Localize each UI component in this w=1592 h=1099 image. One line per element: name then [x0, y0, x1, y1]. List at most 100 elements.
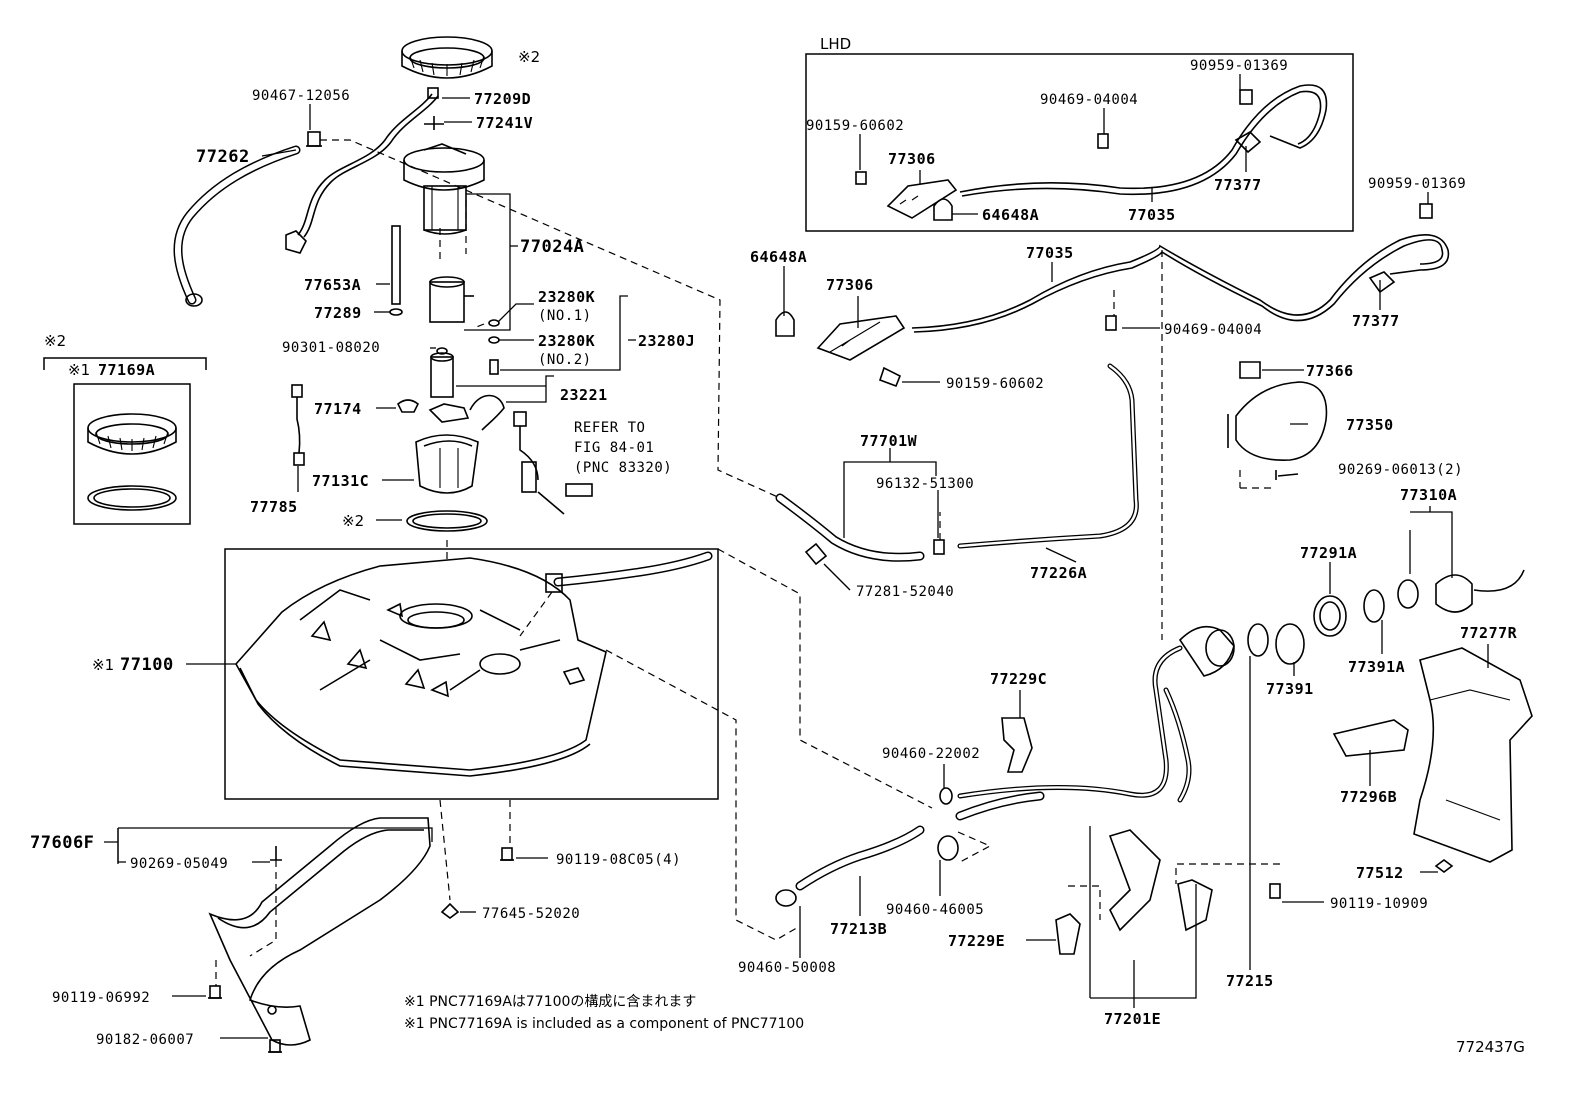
- bracket-77296B: [1332, 719, 1409, 757]
- lhd-inset-box: [805, 53, 1354, 232]
- label-77229C: 77229C: [990, 670, 1047, 688]
- label-90467-12056: 90467-12056: [252, 88, 350, 104]
- bolt-90119-06992: [208, 985, 222, 999]
- hinge-77366: [1239, 361, 1261, 379]
- clip-77512: [1434, 859, 1454, 873]
- label-no2: (NO.2): [538, 352, 592, 368]
- label-77350: 77350: [1346, 416, 1394, 434]
- label-64648A: 64648A: [750, 248, 807, 266]
- label-77296B: 77296B: [1340, 788, 1397, 806]
- clamp-90460-22002: [939, 787, 953, 805]
- label-77606F: 77606F: [30, 833, 94, 853]
- label-lhd-64648A: 64648A: [982, 206, 1039, 224]
- kit-77169A-box: [43, 357, 207, 525]
- figure-id: 772437G: [1456, 1038, 1525, 1056]
- bolt-90159-60602: [878, 366, 902, 388]
- clamp-90460-50008: [775, 889, 797, 907]
- o-ring-77289: [389, 308, 403, 316]
- label-77291A: 77291A: [1300, 544, 1357, 562]
- bolt-90269-05049: [270, 846, 282, 861]
- label-77289: 77289: [314, 304, 362, 322]
- clamp-77281-52040: [804, 542, 828, 566]
- label-77201E: 77201E: [1104, 1010, 1161, 1028]
- fuel-tank-77100: [235, 557, 607, 777]
- clamp-77215-ring: [1247, 623, 1269, 657]
- kit-gasket: [87, 485, 177, 511]
- sensor-77785: [291, 384, 305, 466]
- label-77281-52040: 77281-52040: [856, 584, 954, 600]
- adapter-77291A: [1313, 595, 1347, 637]
- label-77241V: 77241V: [476, 114, 533, 132]
- label-lhd-77377: 77377: [1214, 176, 1262, 194]
- label-77645-52020: 77645-52020: [482, 906, 580, 922]
- footnote-jp: ※1 PNC77169Aは77100の構成に含まれます: [404, 994, 696, 1010]
- label-lhd-90959-01369: 90959-01369: [1190, 58, 1288, 74]
- label-77024A: 77024A: [520, 237, 584, 257]
- bolt-90119-10909: [1269, 883, 1281, 899]
- bracket-77229E: [1055, 913, 1081, 955]
- label-23280J: 23280J: [638, 332, 695, 350]
- hose-77701W: [775, 493, 925, 562]
- gasket-77241V: [424, 116, 444, 130]
- cap-77310A: [1397, 569, 1525, 613]
- label-77213B: 77213B: [830, 920, 887, 938]
- label-77131C: 77131C: [312, 472, 369, 490]
- lhd-bolt: [855, 171, 867, 185]
- clamp-90460-46005: [937, 835, 959, 861]
- sender-gauge: [513, 411, 593, 515]
- label-77277R: 77277R: [1460, 624, 1518, 642]
- label-77377: 77377: [1352, 312, 1400, 330]
- label-90269-06013: 90269-06013(2): [1338, 462, 1463, 478]
- label-90460-22002: 90460-22002: [882, 746, 980, 762]
- fuel-lid-77350: [1227, 381, 1328, 461]
- lock-64648A: [775, 311, 795, 337]
- label-77785: 77785: [250, 498, 298, 516]
- label-sym2-top: ※2: [518, 48, 540, 66]
- label-lhd-77035: 77035: [1128, 206, 1176, 224]
- label-77653A: 77653A: [304, 276, 361, 294]
- hose-77262: [173, 145, 301, 307]
- o-rings-23280K: [488, 319, 500, 375]
- nut-90182-06007: [268, 1039, 282, 1053]
- label-77226A: 77226A: [1030, 564, 1087, 582]
- clip-77645-52020: [440, 902, 460, 919]
- footnote-en: ※1 PNC77169A is included as a component …: [404, 1016, 804, 1032]
- label-90469-04004: 90469-04004: [1164, 322, 1262, 338]
- label-77035: 77035: [1026, 244, 1074, 262]
- clip-96132-51300: [933, 539, 945, 555]
- label-lhd-90469-04004: 90469-04004: [1040, 92, 1138, 108]
- clip-90467-12056: [306, 131, 322, 147]
- lock-ring-top: [401, 36, 493, 79]
- label-refer-3: (PNC 83320): [574, 460, 672, 476]
- label-refer-1: REFER TO: [574, 420, 645, 436]
- label-lhd-77306: 77306: [888, 150, 936, 168]
- pump-23221: [430, 352, 454, 398]
- label-90460-46005: 90460-46005: [886, 902, 984, 918]
- label-refer-2: FIG 84-01: [574, 440, 654, 456]
- label-90460-50008: 90460-50008: [738, 960, 836, 976]
- tank-vent-hose: [545, 551, 713, 593]
- label-lhd: LHD: [820, 35, 851, 53]
- label-90119-06992: 90119-06992: [52, 990, 150, 1006]
- ring-77391A: [1363, 589, 1385, 623]
- gasket-ring: [406, 510, 488, 532]
- label-77391A: 77391A: [1348, 658, 1405, 676]
- fuel-tank-box: [224, 548, 719, 800]
- label-96132-51300: 96132-51300: [876, 476, 974, 492]
- rod-77653A: [391, 225, 401, 305]
- label-no1: (NO.1): [538, 308, 592, 324]
- label-sym1-77100: ※1: [92, 656, 114, 674]
- label-77229E: 77229E: [948, 932, 1005, 950]
- bracket-77174: [396, 394, 505, 431]
- label-sym2-box: ※2: [44, 332, 66, 350]
- label-lhd-90159-60602: 90159-60602: [806, 118, 904, 134]
- label-77100: 77100: [120, 655, 174, 675]
- label-77512: 77512: [1356, 864, 1404, 882]
- label-90119-08C05: 90119-08C05(4): [556, 852, 681, 868]
- label-90119-10909: 90119-10909: [1330, 896, 1428, 912]
- label-90269-05049: 90269-05049: [130, 856, 228, 872]
- label-77169A: 77169A: [98, 361, 155, 379]
- gasket-77391: [1275, 623, 1305, 665]
- label-77701W: 77701W: [860, 432, 918, 450]
